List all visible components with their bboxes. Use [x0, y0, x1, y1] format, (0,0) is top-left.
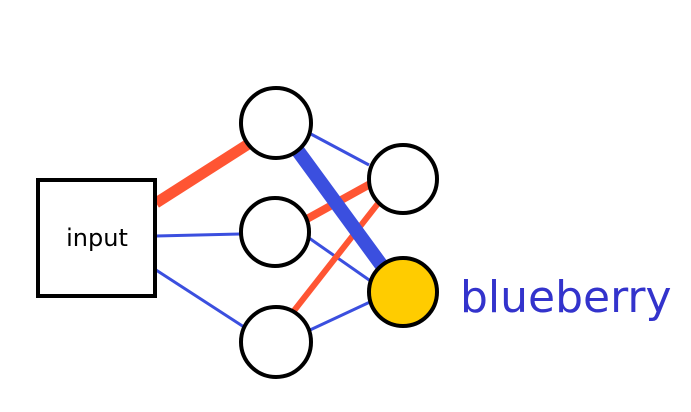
edge-h1-o2 — [292, 146, 391, 275]
hidden-node-1 — [239, 86, 313, 160]
input-label: input — [66, 224, 128, 252]
input-box — [36, 178, 157, 298]
edge-h3-o1 — [290, 199, 383, 314]
edge-h1-o1 — [308, 131, 370, 167]
edge-input-h1 — [153, 138, 253, 208]
output-label: blueberry — [460, 272, 672, 323]
edge-h2-o2 — [308, 236, 373, 284]
edge-input-h2 — [155, 232, 241, 238]
hidden-node-2 — [239, 196, 311, 268]
edge-input-h3 — [155, 268, 245, 329]
output-node-1 — [367, 143, 439, 215]
edge-h3-o2 — [309, 300, 371, 332]
output-node-active — [367, 256, 439, 328]
hidden-node-3 — [239, 305, 313, 379]
